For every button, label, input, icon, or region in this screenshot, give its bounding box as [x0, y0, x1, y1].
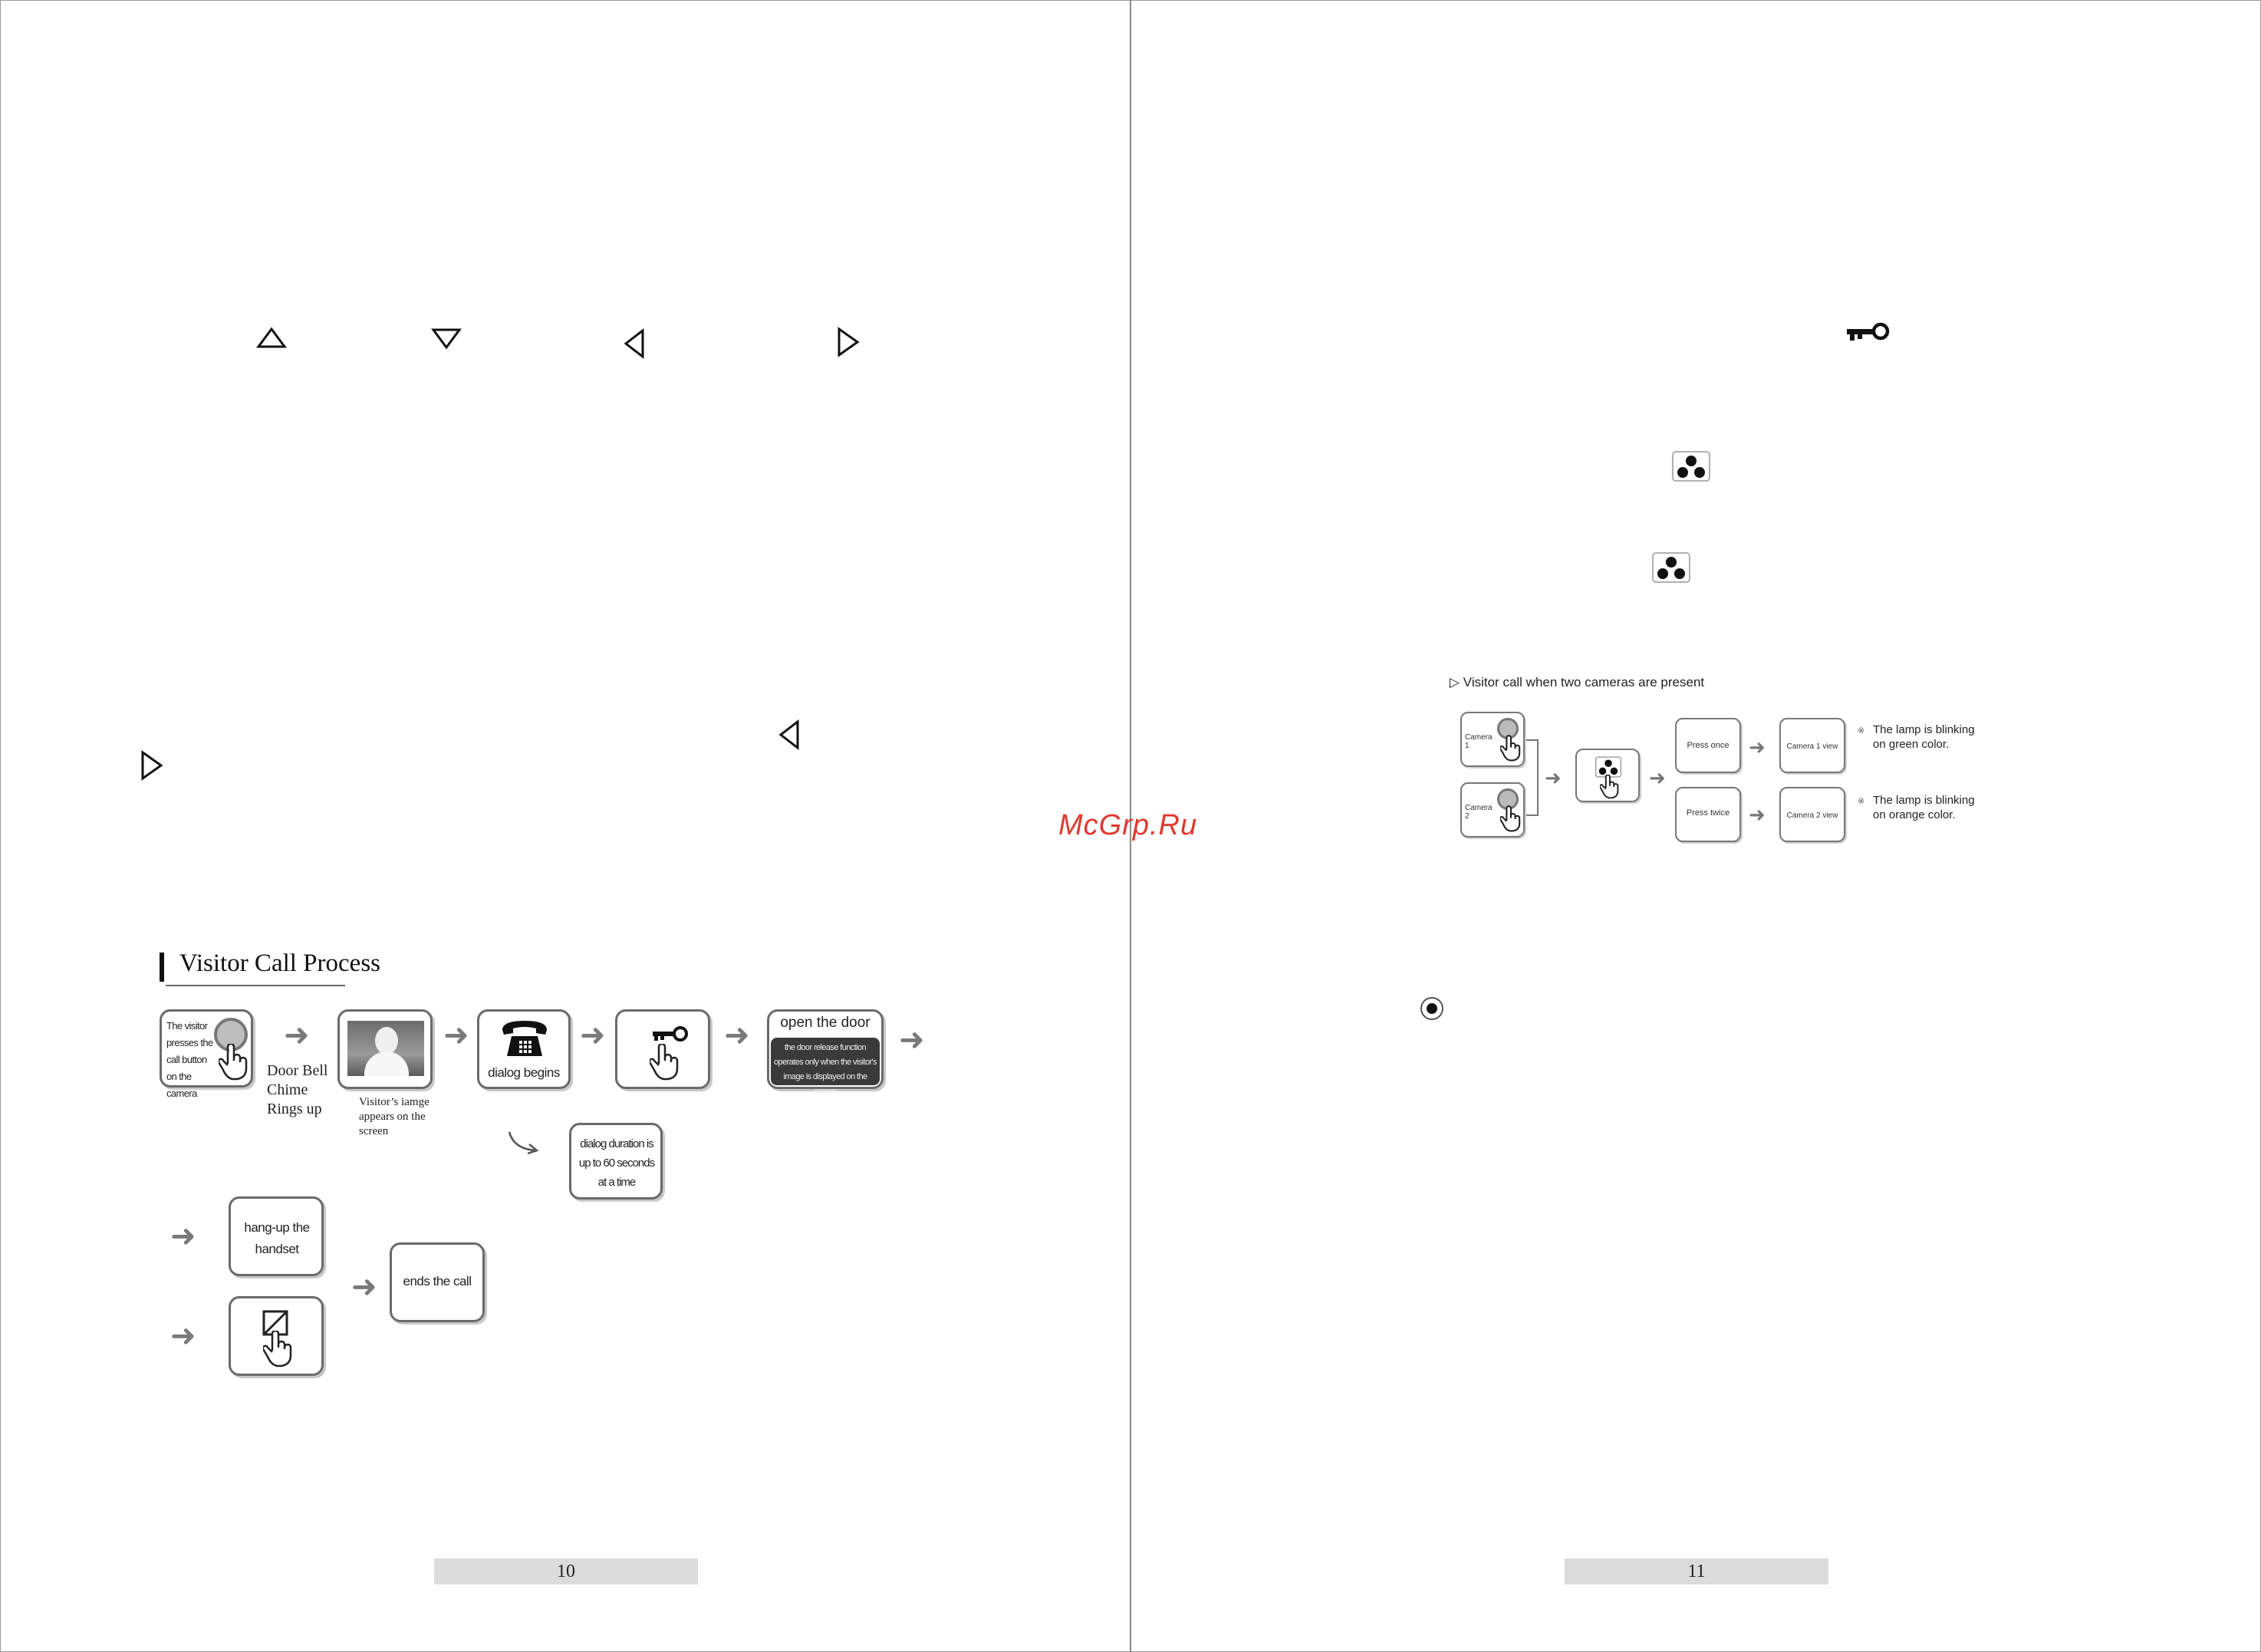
visitor-press-box: The visitor presses the call button on t…	[160, 1009, 253, 1099]
dialog-begins-label: dialog begins	[488, 1065, 560, 1080]
left-page-frame	[0, 0, 1130, 1652]
page-number-left: 10	[434, 1558, 698, 1585]
flow-arrow: ➜	[351, 1269, 377, 1305]
open-door-box: open the door the door release function …	[767, 1009, 884, 1096]
section-title-underline	[166, 985, 345, 986]
flow-arrow: ➜	[1649, 767, 1666, 790]
hang-up-text: hang-up the handset	[244, 1220, 310, 1256]
flow-arrow: ➜	[580, 1018, 606, 1053]
key-button-box	[615, 1009, 710, 1089]
triangle-left-icon	[778, 719, 801, 750]
key-icon	[1845, 322, 1890, 346]
triangle-right-icon	[836, 327, 861, 357]
key-icon	[651, 1025, 688, 1046]
triangle-down-icon	[431, 327, 462, 350]
flow-arrow: ➜	[443, 1018, 469, 1053]
visitor-press-text: The visitor presses the call button on t…	[166, 1020, 213, 1099]
section-title: Visitor Call Process	[179, 949, 381, 977]
hand-pointer-icon	[262, 1329, 294, 1371]
flow-arrow: ➜	[724, 1018, 750, 1053]
camera2-view-box: Camera 2 view	[1779, 787, 1845, 842]
camera1-view-label: Camera 1 view	[1786, 742, 1838, 751]
camera1-label: Camera 1	[1465, 733, 1493, 750]
press-twice-label: Press twice	[1686, 808, 1730, 818]
dialog-duration-text: dialog duration is up to 60 seconds at a…	[578, 1137, 655, 1189]
dialog-begins-box: dialog begins	[477, 1009, 571, 1089]
flow-arrow: ➜	[170, 1318, 196, 1354]
monitor-camera-icon	[1672, 451, 1710, 485]
press-once-label: Press once	[1687, 741, 1729, 750]
open-door-label: open the door	[780, 1015, 871, 1031]
watermark: McGrp.Ru	[1058, 809, 1198, 841]
triangle-right-icon	[140, 750, 164, 781]
visitor-image-text: Visitor’s iamge appears on the screen	[359, 1096, 429, 1137]
play-marker-icon: ▷	[1450, 675, 1463, 689]
telephone-icon	[498, 1018, 551, 1065]
page-number-right: 11	[1565, 1558, 1828, 1585]
diagram-title: ▷ Visitor call when two cameras are pres…	[1450, 675, 1704, 690]
dialog-duration-box: dialog duration is up to 60 seconds at a…	[569, 1123, 663, 1200]
open-door-note-panel: the door release function operates only …	[771, 1038, 880, 1096]
radio-selected-icon	[1420, 997, 1443, 1020]
flow-arrow: ➜	[1749, 736, 1766, 759]
monitor-off-box	[229, 1296, 324, 1376]
flow-arrow: ➜	[1545, 767, 1562, 790]
diagram-title-text: Visitor call when two cameras are presen…	[1463, 675, 1705, 689]
open-door-note: the door release function operates only …	[774, 1043, 877, 1096]
ends-call-text: ends the call	[403, 1274, 472, 1288]
ends-call-box: ends the call	[390, 1242, 485, 1322]
lamp-green-note: The lamp is blinking on green color.	[1873, 723, 1975, 751]
bracket-connector	[1526, 739, 1539, 816]
hand-pointer-icon	[217, 1042, 249, 1084]
hand-pointer-icon	[1598, 774, 1620, 803]
hand-pointer-icon	[1499, 805, 1522, 837]
curved-arrow-icon	[506, 1129, 541, 1159]
hand-pointer-icon	[1499, 735, 1522, 766]
hang-up-box: hang-up the handset	[229, 1196, 324, 1276]
press-once-box: Press once	[1675, 718, 1741, 773]
hand-pointer-icon	[648, 1042, 680, 1084]
press-twice-box: Press twice	[1675, 787, 1741, 842]
door-bell-text: Door Bell Chime Rings up	[267, 1062, 328, 1117]
flow-arrow: ➜	[284, 1018, 310, 1053]
camera1-view-box: Camera 1 view	[1779, 718, 1845, 773]
triangle-up-icon	[256, 327, 287, 350]
section-title-bar	[160, 953, 164, 982]
page-divider	[1130, 0, 1131, 1652]
camera2-box: Camera 2	[1460, 782, 1525, 838]
camera2-label: Camera 2	[1465, 804, 1493, 821]
triangle-left-icon	[623, 328, 646, 359]
monitor-camera-icon	[1652, 552, 1690, 587]
monitor-camera-icon	[1595, 756, 1621, 782]
flow-arrow: ➜	[899, 1022, 925, 1058]
flow-arrow: ➜	[1749, 804, 1766, 827]
lamp-orange-note: The lamp is blinking on orange color.	[1873, 794, 1975, 821]
note-marker: ※	[1858, 796, 1865, 806]
flow-arrow: ➜	[170, 1219, 196, 1254]
visitor-photo	[347, 1021, 424, 1076]
note-marker: ※	[1858, 726, 1865, 736]
camera1-box: Camera 1	[1460, 712, 1525, 767]
camera2-view-label: Camera 2 view	[1786, 811, 1838, 820]
monitor-button-box	[1575, 749, 1640, 802]
visitor-image-box	[337, 1009, 433, 1089]
